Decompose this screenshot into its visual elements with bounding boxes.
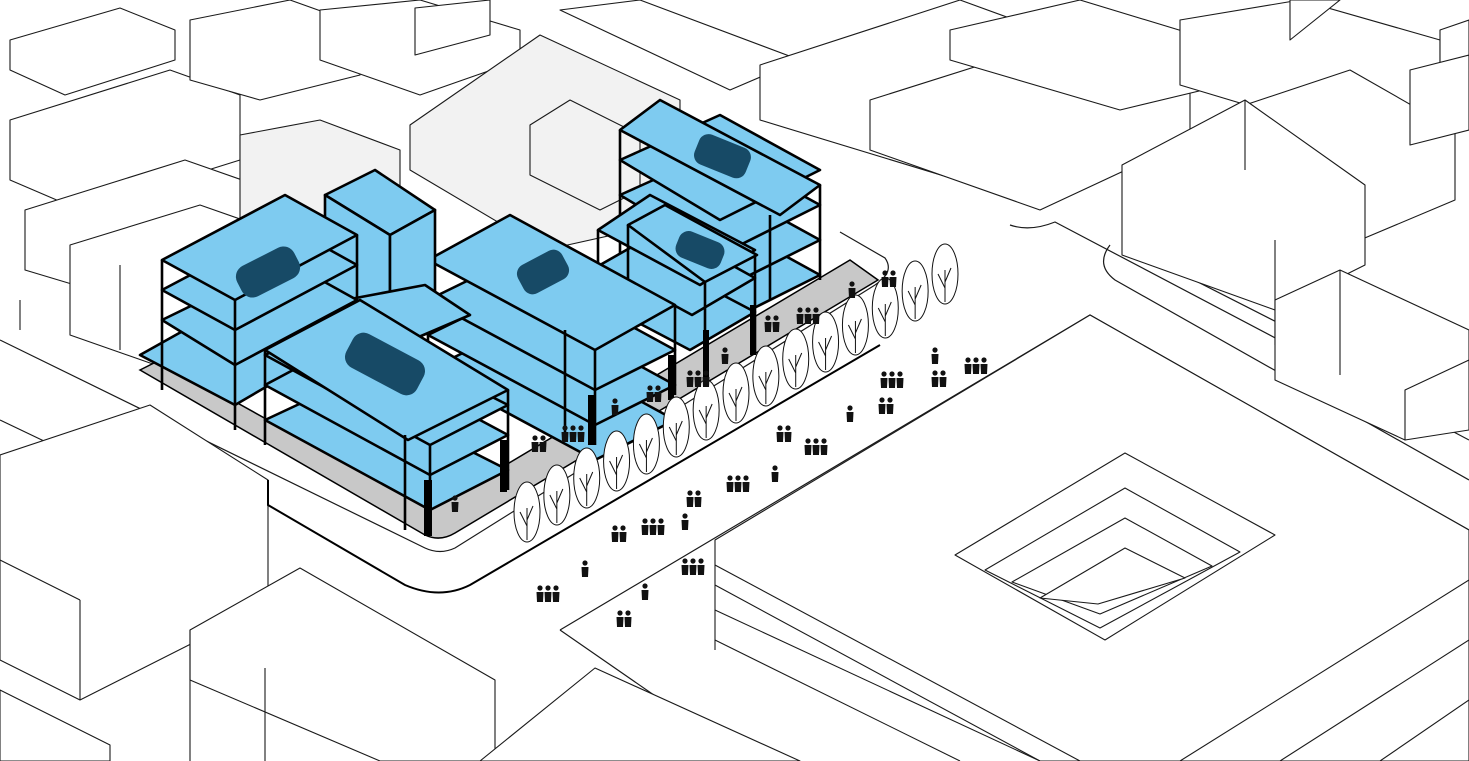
- street-tree: [514, 482, 540, 542]
- street-tree: [693, 380, 719, 440]
- street-tree: [574, 448, 600, 508]
- street-tree: [633, 414, 659, 474]
- street-tree: [842, 295, 868, 355]
- pedestrian-group: [727, 475, 750, 492]
- pedestrian-group: [687, 490, 702, 507]
- pedestrian-group: [452, 495, 459, 512]
- pedestrian-group: [879, 397, 894, 414]
- pedestrian-group: [932, 370, 947, 387]
- pedestrian-group: [881, 371, 904, 388]
- pedestrian-group: [805, 438, 828, 455]
- pedestrian-group: [777, 425, 792, 442]
- street-tree: [544, 465, 570, 525]
- pedestrian-group: [797, 307, 820, 324]
- pedestrian-group: [772, 465, 779, 482]
- pedestrian-group: [932, 347, 939, 364]
- pedestrian-group: [612, 398, 619, 415]
- pedestrian-group: [849, 281, 856, 298]
- street-tree: [932, 244, 958, 304]
- pedestrian-group: [642, 518, 665, 535]
- street-tree: [723, 363, 749, 423]
- pedestrian-group: [562, 425, 585, 442]
- street-tree: [753, 346, 779, 406]
- pedestrian-group: [682, 558, 705, 575]
- street-tree: [604, 431, 630, 491]
- street-tree: [783, 329, 809, 389]
- pedestrian-group: [582, 560, 589, 577]
- pedestrian-group: [537, 585, 560, 602]
- pedestrian-group: [642, 583, 649, 600]
- pedestrian-group: [722, 347, 729, 364]
- pedestrian-group: [965, 357, 988, 374]
- pedestrian-group: [687, 370, 710, 387]
- pedestrian-group: [617, 610, 632, 627]
- pedestrian-group: [682, 513, 689, 530]
- street-tree: [663, 397, 689, 457]
- pedestrian-group: [612, 525, 627, 542]
- pedestrian-group: [847, 405, 854, 422]
- street-tree: [902, 261, 928, 321]
